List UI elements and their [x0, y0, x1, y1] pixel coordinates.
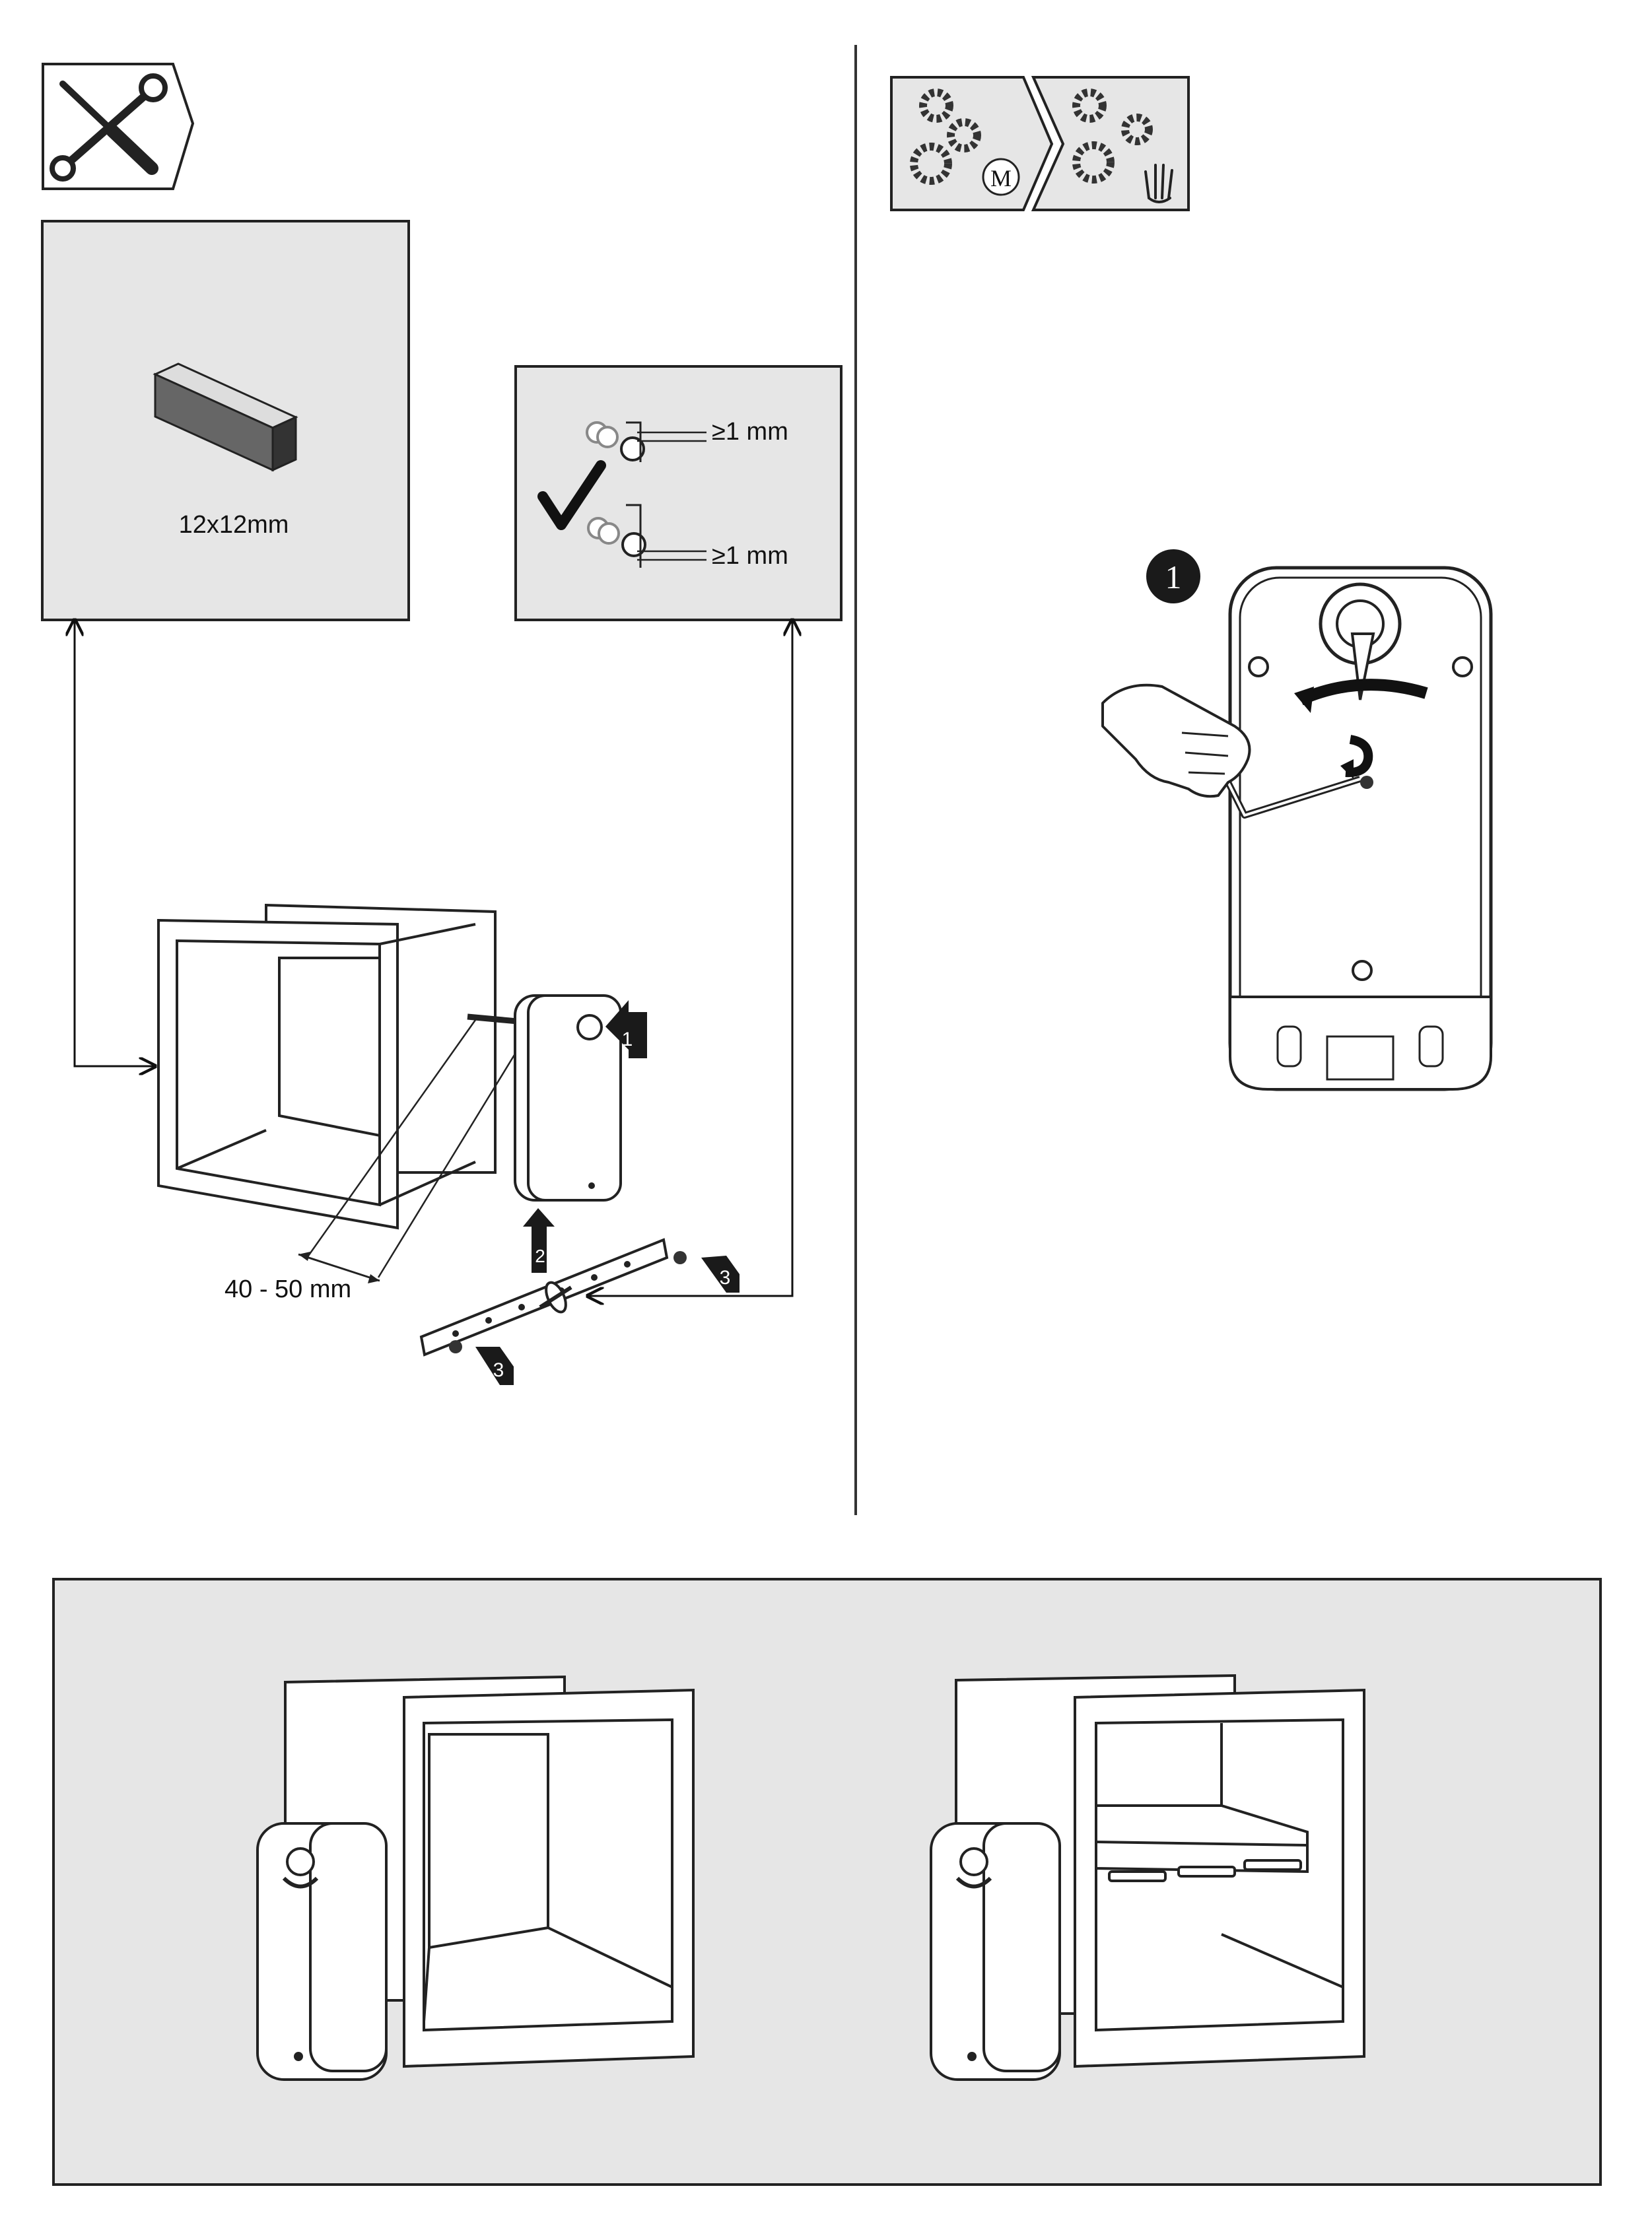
motor-icon: M: [982, 158, 1020, 196]
mode-badge: M: [890, 76, 1190, 211]
step-1-number: 1: [622, 1029, 633, 1050]
damper-closed-illustration: [256, 1675, 695, 2081]
wrench-icon: [50, 73, 168, 182]
hex-key-icon: [1218, 767, 1373, 819]
hand-icon: [1144, 164, 1173, 203]
step-2-arrow: 2: [523, 1208, 555, 1273]
step-1-arrow: 1: [605, 1000, 647, 1058]
shaft-connector-arrow: [75, 620, 155, 1066]
actuator-side-view: [514, 994, 622, 1202]
shaft-size-label: 12x12mm: [179, 511, 289, 539]
step-badge: 1: [1146, 549, 1200, 603]
damper-frame: [157, 903, 497, 1230]
tools-required-badge: [42, 63, 195, 190]
clearance-connector-arrow: [588, 620, 792, 1296]
step-3b-number: 3: [493, 1359, 504, 1381]
clearance-bottom-label: ≥1 mm: [712, 542, 788, 570]
clearance-box: ≥1 mm ≥1 mm: [514, 365, 843, 621]
clearance-top-label: ≥1 mm: [712, 418, 788, 446]
clamp-bottom-icon: [587, 504, 706, 568]
shaft-size-box: 12x12mm: [41, 220, 410, 621]
step-3a-arrow: 3: [701, 1256, 740, 1293]
damper-open-illustration: [930, 1674, 1365, 2081]
clamp-top-icon: [586, 421, 706, 462]
motor-letter: M: [990, 165, 1012, 191]
actuator-front-view: [1228, 566, 1493, 1091]
hand-icon: [1101, 683, 1251, 798]
gears-manual-icon: [1072, 88, 1153, 184]
step-3a-number: 3: [720, 1267, 731, 1289]
anti-rotation-bracket: [419, 1238, 669, 1357]
screw-icon: [449, 1251, 687, 1353]
bottom-panel: [52, 1578, 1602, 2186]
distance-label: 40 - 50 mm: [224, 1275, 351, 1303]
checkmark-icon: [537, 460, 606, 530]
step-3b-arrow: 3: [475, 1347, 514, 1385]
square-shaft-icon: [153, 362, 298, 472]
step-2-number: 2: [535, 1246, 545, 1266]
step-badge-number: 1: [1165, 559, 1182, 595]
gears-icon: [910, 88, 981, 185]
rotate-arrow-icon: [1294, 679, 1428, 779]
distance-dimension: [298, 1252, 380, 1283]
